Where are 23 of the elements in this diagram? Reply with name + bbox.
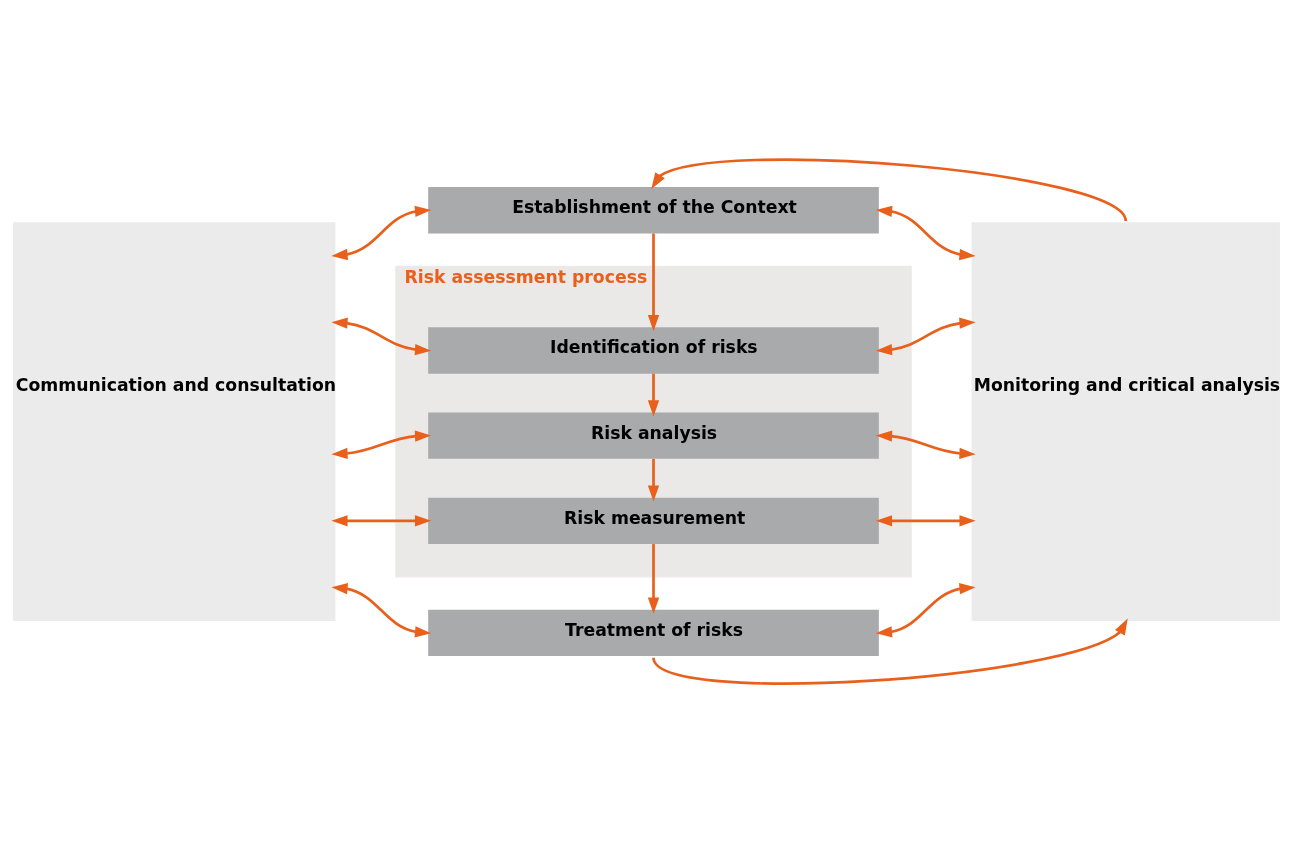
arrow	[331, 582, 432, 638]
arrow	[875, 582, 976, 638]
arrow	[331, 317, 432, 355]
node-box: Treatment of risks	[428, 609, 879, 656]
arrow	[647, 458, 660, 502]
arrow	[331, 429, 432, 459]
node-box: Risk measurement	[428, 497, 879, 544]
arrow	[652, 618, 1128, 685]
node-box: Communication and consultation	[13, 221, 336, 621]
arrow	[875, 205, 976, 260]
arrow	[875, 429, 976, 459]
node-box: Monitoring and critical analysis	[971, 221, 1280, 621]
arrow	[647, 543, 660, 614]
arrow	[647, 373, 660, 416]
arrow	[647, 233, 660, 331]
node-box: Risk analysis	[428, 411, 879, 459]
arrow	[651, 157, 1127, 222]
node-box: Identification of risks	[428, 326, 879, 374]
node-box: Establishment of the Context	[428, 186, 879, 233]
arrow	[331, 205, 432, 260]
arrow	[875, 317, 976, 355]
arrow	[875, 514, 976, 526]
arrow	[331, 514, 432, 526]
